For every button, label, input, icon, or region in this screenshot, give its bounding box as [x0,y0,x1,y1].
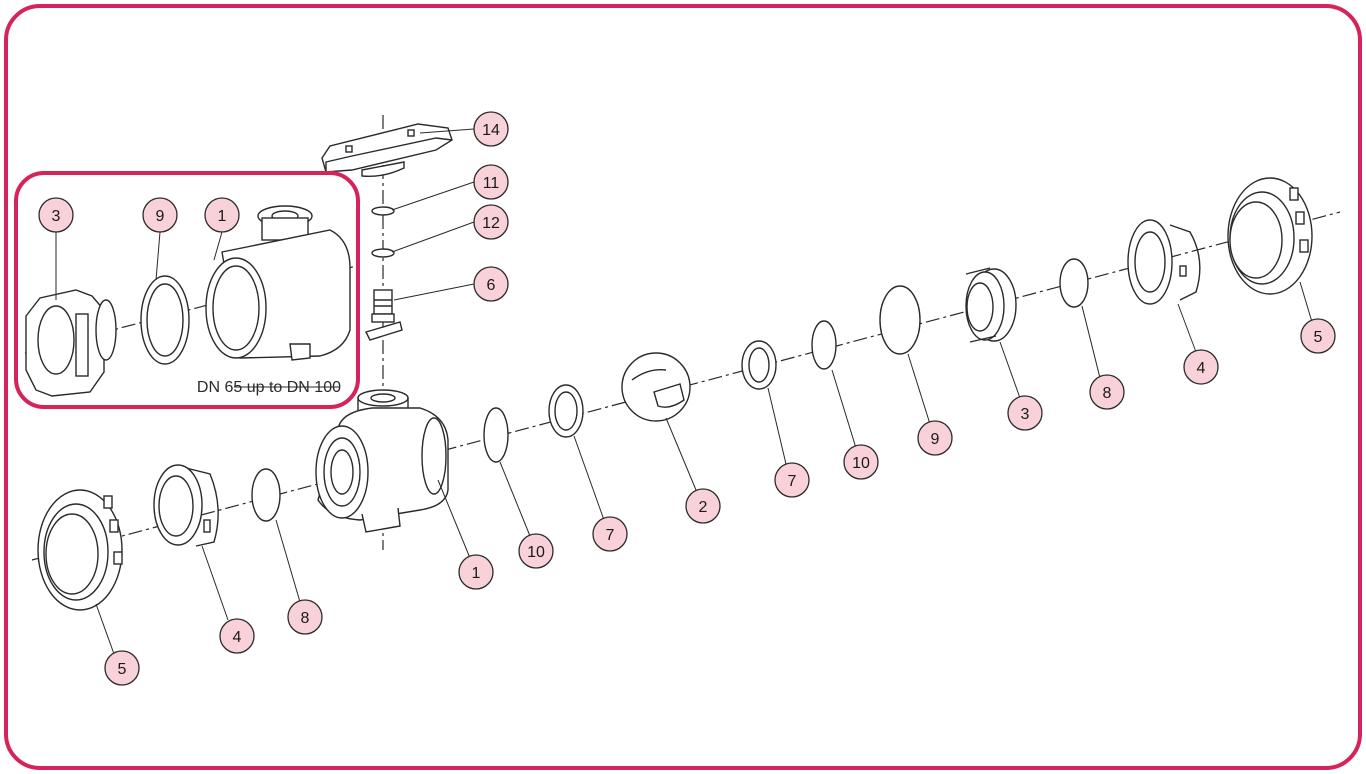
o-ring-10-right [811,320,837,370]
callout-badge-valve-body: 1 [458,554,494,590]
callout-number: 10 [852,455,870,472]
callout-number: 3 [1021,406,1030,423]
inset-panel: DN 65 up to DN 100 [14,171,360,409]
inset-carrier-3 [25,289,117,397]
callout-number: 10 [527,544,545,561]
callout-badge-seal-ring: 9 [917,420,953,456]
callout-badge-o-ring-small: 11 [473,164,509,200]
end-connector-4-right [1127,219,1201,305]
leader-lines [55,128,1313,655]
callout-badges: 14 11 12 6 1 10 7 2 7 10 9 3 8 4 5 5 4 8 3 9 1 [38,111,1336,686]
callout-number: 8 [301,610,310,627]
seal-ring-9 [879,285,921,355]
callout-badge-o-ring-left: 10 [518,533,554,569]
o-ring-11 [371,206,395,216]
callout-number: 8 [1103,385,1112,402]
callout-badge-o-ring-end-left: 8 [287,599,323,635]
callout-badge-seat-right: 7 [774,462,810,498]
o-ring-8-left [251,468,281,522]
callout-number: 6 [487,277,496,294]
outer-frame [4,4,1362,770]
stem-part [364,289,403,341]
ball-part [621,352,691,422]
callout-badge-seat-left: 7 [592,516,628,552]
callout-badge-carrier: 3 [1007,395,1043,431]
callout-badge-union-nut-right: 5 [1300,318,1336,354]
callout-number: 9 [156,208,165,225]
inset-callout-badge: 9 [142,197,178,233]
callout-badge-o-ring-stem: 12 [473,204,509,240]
inset-callout-badge: 1 [204,197,240,233]
callout-badge-o-ring-end-right: 8 [1089,374,1125,410]
callout-number: 4 [233,629,242,646]
callout-number: 5 [118,661,127,678]
callout-number: 14 [482,122,500,139]
o-ring-8-right [1059,258,1089,308]
carrier-3 [965,267,1017,343]
callout-badge-handle: 14 [473,111,509,147]
callout-badge-stem: 6 [473,266,509,302]
union-nut-5-left [37,489,123,611]
callout-number: 3 [52,208,61,225]
end-connector-4-left [153,464,219,547]
callout-number: 11 [483,175,500,192]
callout-number: 5 [1314,329,1323,346]
o-ring-10-left [483,407,509,463]
inset-callout-badge: 3 [38,197,74,233]
callout-number: 1 [218,208,227,225]
o-ring-12 [371,248,395,258]
inset-caption: DN 65 up to DN 100 [197,379,341,396]
callout-number: 2 [699,499,708,516]
parts [37,123,1313,611]
callout-badge-o-ring-right: 10 [843,444,879,480]
callout-badge-ball: 2 [685,488,721,524]
valve-body-part [315,389,449,533]
callout-badge-union-nut-left: 5 [104,650,140,686]
callout-badge-end-connector-right: 4 [1183,349,1219,385]
callout-badge-end-connector-left: 4 [219,618,255,654]
callout-number: 7 [788,473,797,490]
callout-number: 4 [1197,360,1206,377]
callout-number: 7 [606,527,615,544]
callout-number: 12 [482,215,500,232]
seat-7-left [548,384,584,438]
callout-number: 9 [931,431,940,448]
union-nut-5-right [1227,177,1313,295]
callout-number: 1 [472,565,481,582]
inset-body-1 [205,205,351,361]
seat-7-right [741,340,777,390]
